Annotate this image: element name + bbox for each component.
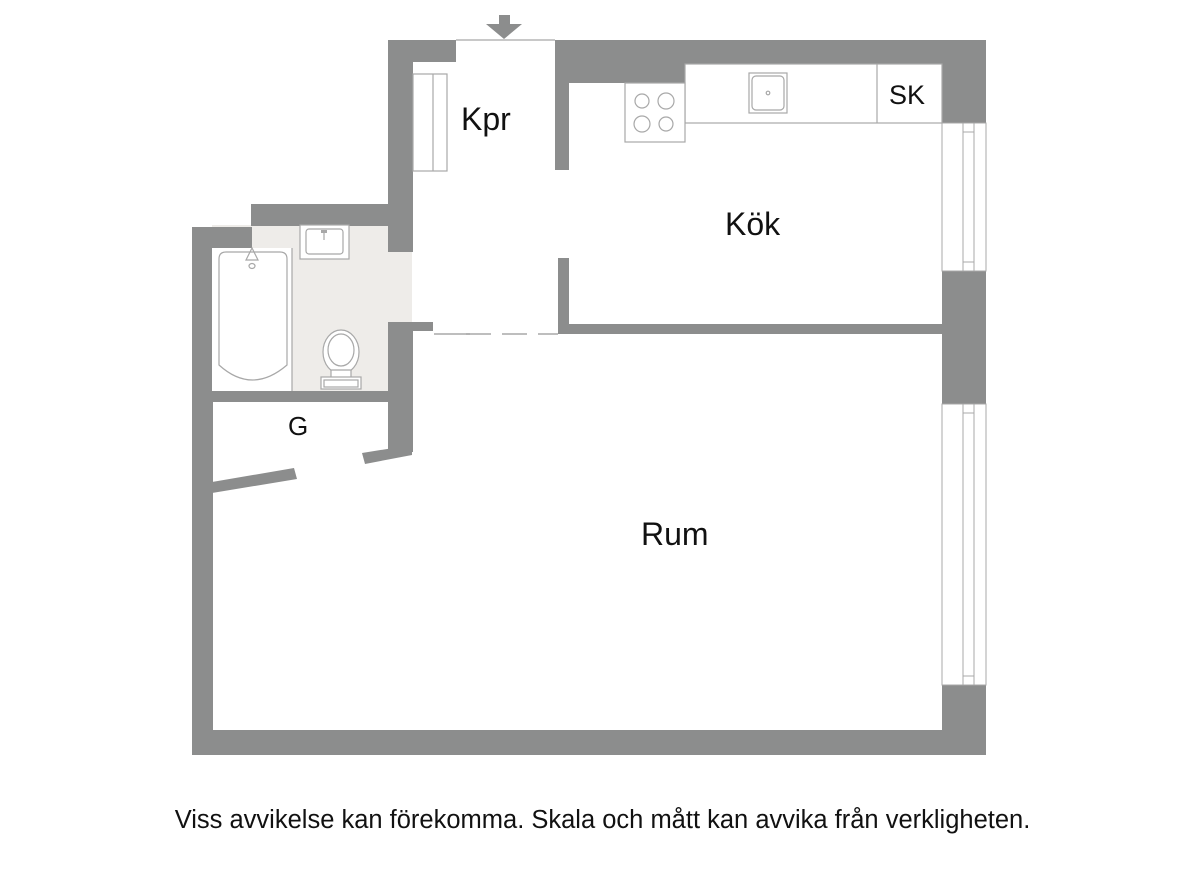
entrance-arrow-icon (486, 15, 522, 39)
kitchen-counter (684, 63, 943, 124)
room-label-cabinet: SK (889, 80, 925, 110)
stove-icon (624, 82, 686, 143)
room-label-hallway: Kpr (461, 101, 511, 137)
toilet-icon (320, 329, 362, 390)
bathroom-sink-icon (299, 224, 350, 260)
room-label-kitchen: Kök (725, 206, 781, 242)
bathtub-icon (212, 246, 293, 391)
window-living-room (941, 403, 987, 686)
hallway-wardrobe (412, 73, 448, 172)
room-label-closet: G (288, 411, 308, 441)
exterior-walls (192, 40, 986, 755)
room-label-living-room: Rum (641, 516, 709, 552)
kitchen-sink-icon (748, 72, 788, 114)
window-kitchen (941, 122, 987, 272)
interior-walls (212, 40, 942, 493)
disclaimer-caption: Viss avvikelse kan förekomma. Skala och … (174, 806, 1031, 834)
